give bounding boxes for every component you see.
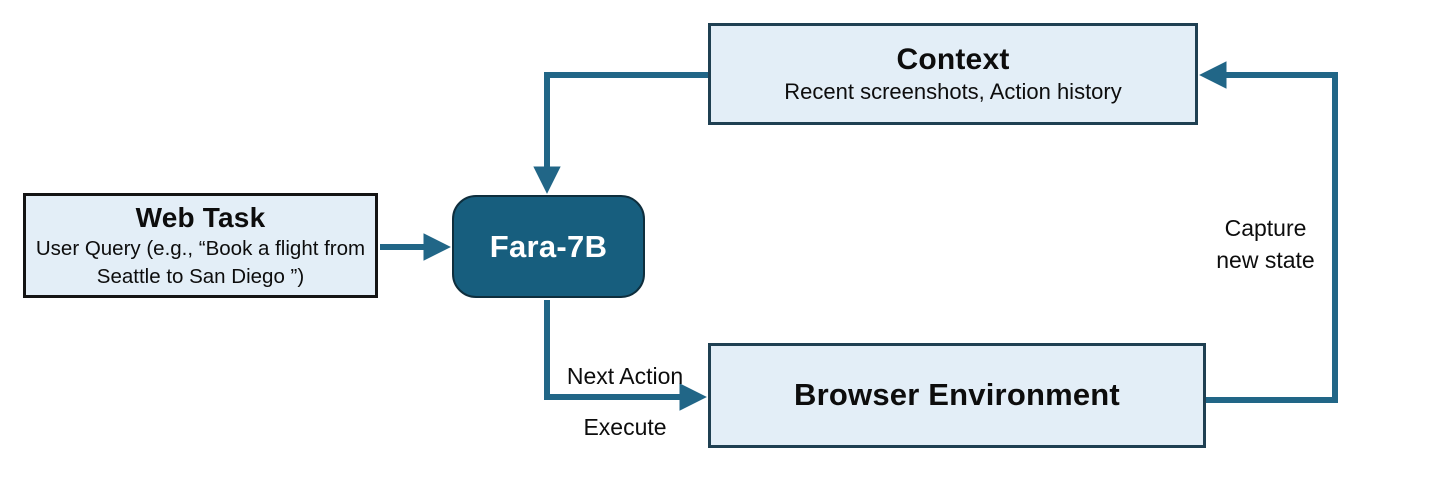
context-node: Context Recent screenshots, Action histo… <box>708 23 1198 125</box>
next-action-edge-label: Next Action <box>566 363 684 389</box>
browser-environment-title: Browser Environment <box>794 377 1120 413</box>
web-task-subtitle: User Query (e.g., “Book a flight from Se… <box>35 237 366 288</box>
web-task-node: Web Task User Query (e.g., “Book a fligh… <box>23 193 378 298</box>
context-subtitle: Recent screenshots, Action history <box>784 79 1122 105</box>
arrow-context-to-fara <box>533 72 708 194</box>
capture-new-state-edge-label: Capture new state <box>1216 215 1315 274</box>
context-title: Context <box>896 42 1010 76</box>
execute-edge-label: Execute <box>583 414 667 440</box>
browser-environment-node: Browser Environment <box>708 343 1206 448</box>
fara-7b-label: Fara-7B <box>489 228 608 264</box>
web-task-title: Web Task <box>135 202 266 234</box>
fara-7b-node: Fara-7B <box>452 195 645 298</box>
